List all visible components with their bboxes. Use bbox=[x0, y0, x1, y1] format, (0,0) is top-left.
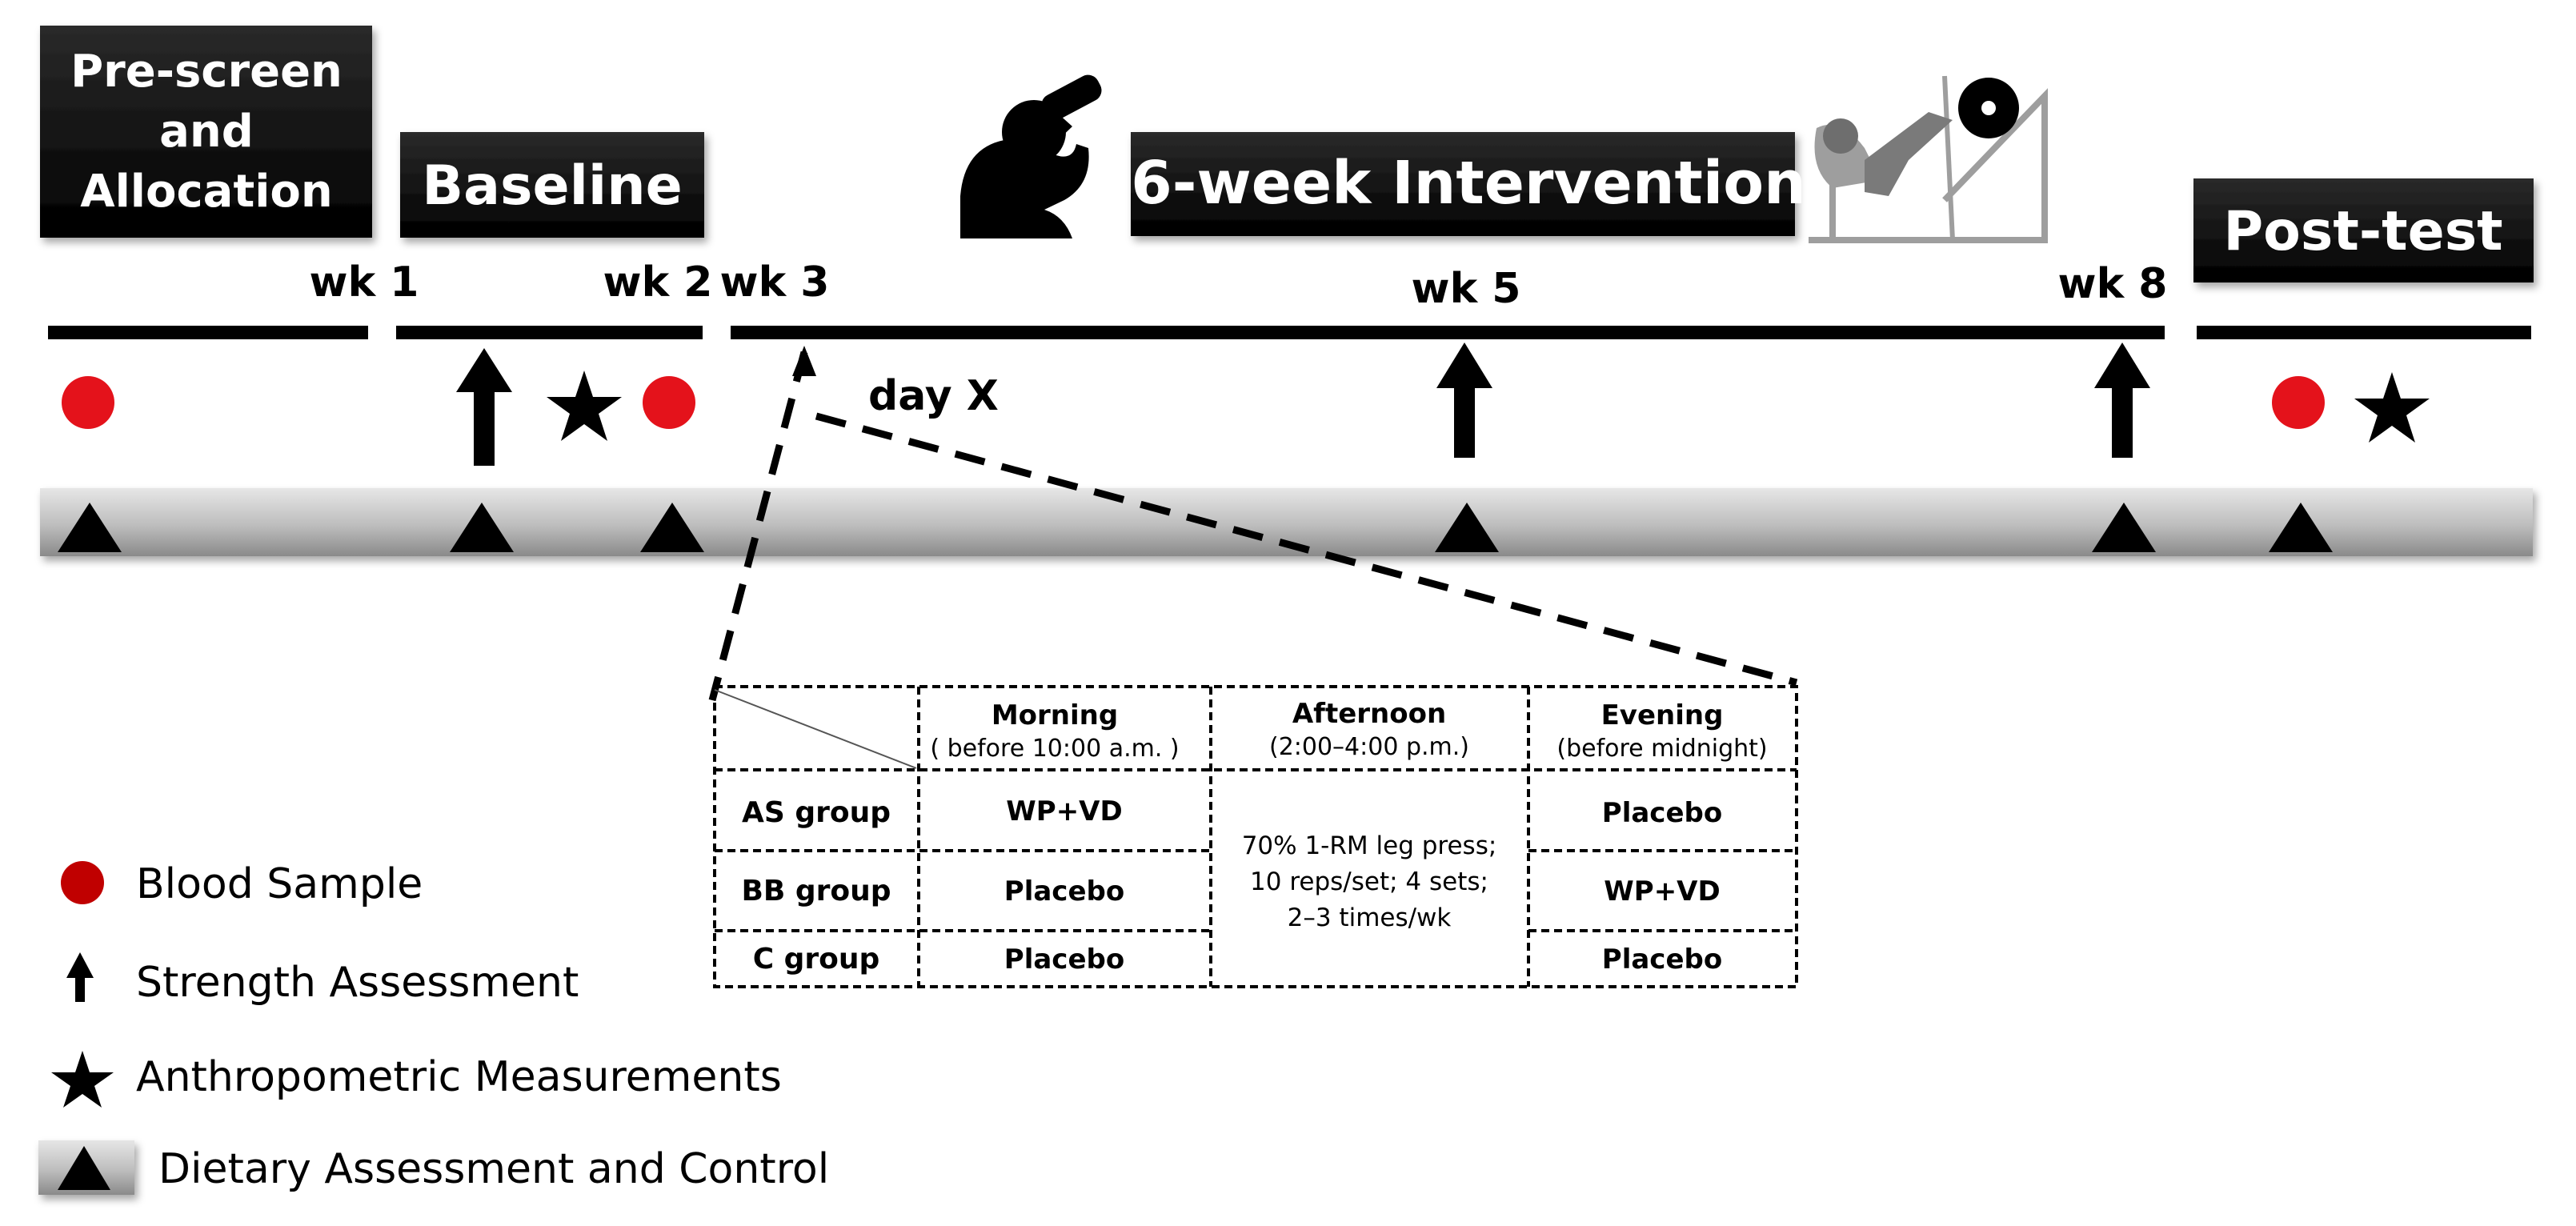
dietary-triangle-icon bbox=[2269, 503, 2333, 552]
schedule-table bbox=[713, 685, 1798, 988]
legend-dietary-triangle-icon bbox=[58, 1146, 110, 1190]
column-header-morning: Morning bbox=[992, 699, 1118, 731]
prescreen-label-2: and bbox=[159, 106, 254, 158]
day-x-label: day X bbox=[868, 372, 999, 420]
dietary-triangle-icon bbox=[640, 503, 704, 552]
strength-arrow-icon bbox=[456, 348, 512, 466]
column-subtitle-morning: ( before 10:00 a.m. ) bbox=[930, 735, 1179, 763]
afternoon-text-line-3: 2–3 times/wk bbox=[1288, 903, 1452, 932]
phase-box-intervention bbox=[1131, 132, 1795, 236]
week-label-wk8: wk 8 bbox=[2058, 260, 2168, 308]
person-drinking-icon bbox=[960, 74, 1102, 238]
cell-as-morning: WP+VD bbox=[1006, 795, 1122, 827]
week-label-wk1: wk 1 bbox=[310, 258, 419, 306]
column-subtitle-evening: (before midnight) bbox=[1556, 735, 1767, 763]
day-x-pointer-icon bbox=[792, 346, 816, 376]
blood-sample-dot bbox=[62, 376, 114, 429]
column-header-evening: Evening bbox=[1601, 699, 1724, 731]
legend-dietary-label: Dietary Assessment and Control bbox=[158, 1145, 829, 1193]
week-label-wk5: wk 5 bbox=[1412, 265, 1521, 313]
timeline-bar-posttest bbox=[2197, 326, 2531, 339]
baseline-label: Baseline bbox=[422, 154, 682, 218]
zoom-lines bbox=[708, 351, 1798, 702]
legend-blood-label: Blood Sample bbox=[136, 860, 423, 908]
legend-blood-icon bbox=[61, 861, 104, 904]
dietary-triangle-icon bbox=[58, 503, 122, 552]
dietary-triangle-icon bbox=[450, 503, 514, 552]
week-label-wk3: wk 3 bbox=[720, 258, 830, 306]
intervention-label: 6-week Intervention bbox=[1131, 149, 1806, 218]
phase-box-posttest bbox=[2193, 178, 2534, 282]
phase-box-prescreen bbox=[40, 26, 372, 238]
afternoon-text-line-1: 70% 1-RM leg press; bbox=[1242, 831, 1497, 860]
posttest-label: Post-test bbox=[2223, 200, 2502, 263]
legend-strength-icon bbox=[66, 952, 94, 1002]
legend-strength-label: Strength Assessment bbox=[136, 959, 579, 1007]
table-corner-diagonal bbox=[714, 689, 917, 769]
cell-bb-evening: WP+VD bbox=[1604, 875, 1720, 907]
timeline-bar-intervention bbox=[731, 326, 2165, 339]
timeline-bar-prescreen bbox=[48, 326, 368, 339]
legend-anthropometric-label: Anthropometric Measurements bbox=[136, 1053, 782, 1101]
blood-sample-dot bbox=[2272, 376, 2325, 429]
cell-as-evening: Placebo bbox=[1602, 797, 1722, 829]
week-label-wk2: wk 2 bbox=[603, 258, 713, 306]
row-group-as: AS group bbox=[742, 796, 891, 829]
legend-anthropometric-icon bbox=[51, 1051, 114, 1108]
dietary-triangle-icon bbox=[1435, 503, 1499, 552]
column-subtitle-afternoon: (2:00–4:00 p.m.) bbox=[1269, 733, 1469, 761]
strength-arrow-icon bbox=[2094, 343, 2150, 458]
anthropometric-star-icon bbox=[2354, 372, 2430, 443]
leg-press-machine-icon bbox=[1809, 75, 2048, 243]
cell-c-morning: Placebo bbox=[1004, 944, 1124, 976]
dietary-triangle-icon bbox=[2092, 503, 2156, 552]
timeline-bar-baseline bbox=[396, 326, 703, 339]
row-group-c: C group bbox=[753, 943, 880, 976]
cell-c-evening: Placebo bbox=[1602, 944, 1722, 976]
column-header-afternoon: Afternoon bbox=[1292, 698, 1446, 730]
cell-bb-morning: Placebo bbox=[1004, 875, 1124, 907]
blood-sample-dot bbox=[643, 376, 695, 429]
prescreen-label-1: Pre-screen bbox=[70, 46, 343, 98]
strength-arrow-icon bbox=[1436, 343, 1492, 458]
row-group-bb: BB group bbox=[741, 875, 891, 907]
prescreen-label-3: Allocation bbox=[80, 166, 333, 218]
dietary-triangles bbox=[58, 503, 2333, 552]
phase-box-baseline bbox=[400, 132, 704, 238]
anthropometric-star-icon bbox=[547, 371, 622, 441]
afternoon-text-line-2: 10 reps/set; 4 sets; bbox=[1250, 867, 1488, 896]
